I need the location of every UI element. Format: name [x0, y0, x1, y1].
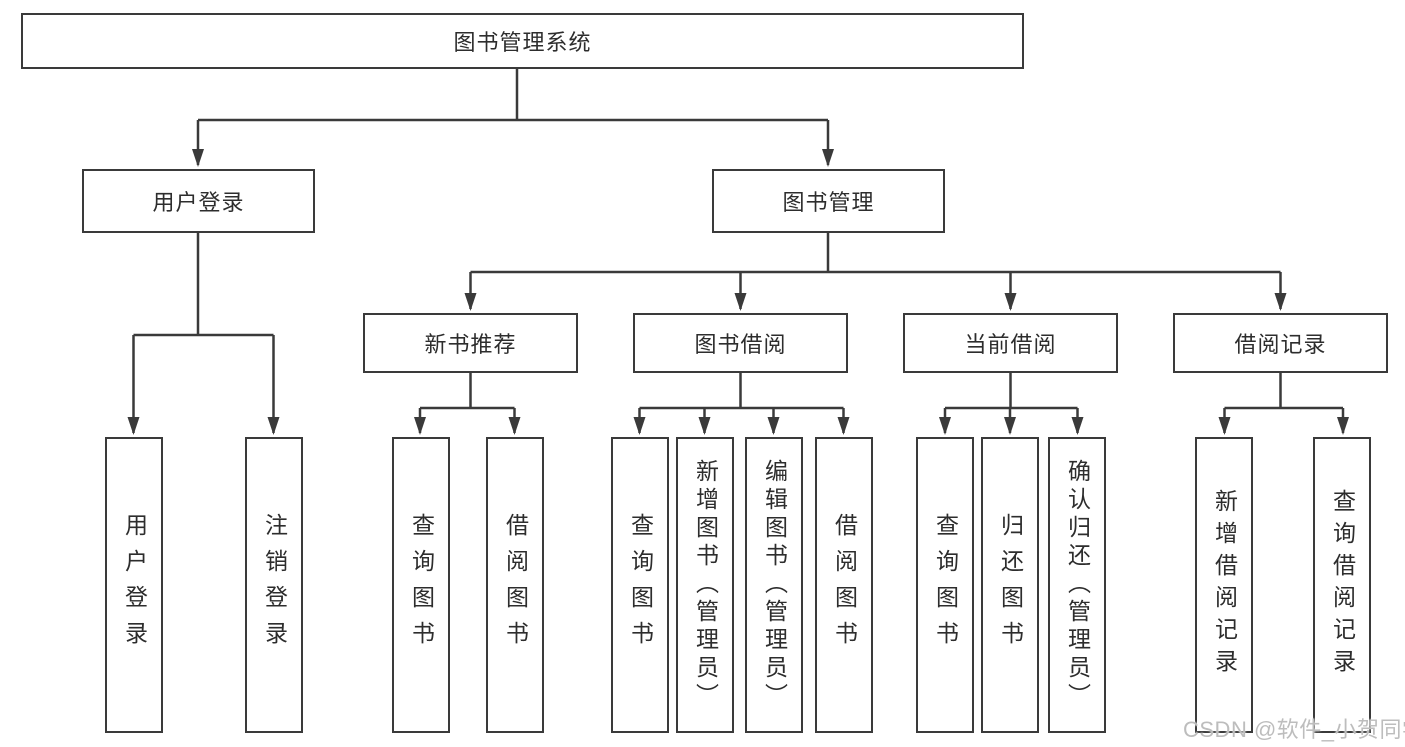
leaf-query-books-recommend-label: 查询图书 — [408, 513, 435, 657]
leaf-logout: 注销登录 — [245, 437, 303, 733]
node-book-management: 图书管理 — [712, 169, 945, 233]
leaf-query-borrow-record-label: 查询借阅记录 — [1329, 489, 1356, 681]
node-library-system: 图书管理系统 — [21, 13, 1024, 69]
node-library-system-label: 图书管理系统 — [453, 30, 592, 55]
leaf-borrow-books-recommend: 借阅图书 — [486, 437, 544, 733]
leaf-user-login-label: 用户登录 — [121, 513, 148, 657]
leaf-edit-book-admin: 编辑图书（管理员） — [745, 437, 803, 733]
leaf-borrow-books-borrowing: 借阅图书 — [815, 437, 873, 733]
leaf-query-borrow-record: 查询借阅记录 — [1313, 437, 1371, 733]
leaf-borrow-books-borrowing-label: 借阅图书 — [831, 513, 858, 657]
leaf-borrow-books-recommend-label: 借阅图书 — [502, 513, 529, 657]
leaf-query-books-current-label: 查询图书 — [932, 513, 959, 657]
leaf-logout-label: 注销登录 — [261, 513, 288, 657]
node-book-management-label: 图书管理 — [782, 190, 875, 215]
node-user-login-label: 用户登录 — [152, 190, 245, 215]
leaf-add-book-admin-label: 新增图书（管理员） — [692, 459, 719, 711]
node-book-borrowing: 图书借阅 — [633, 313, 848, 373]
leaf-add-borrow-record-label: 新增借阅记录 — [1211, 489, 1238, 681]
node-current-borrowing-label: 当前借阅 — [964, 332, 1057, 357]
leaf-confirm-return-admin: 确认归还（管理员） — [1048, 437, 1106, 733]
leaf-user-login: 用户登录 — [105, 437, 163, 733]
csdn-watermark: CSDN @软件_小贺同学 — [1183, 717, 1405, 742]
leaf-query-books-current: 查询图书 — [916, 437, 974, 733]
leaf-return-books: 归还图书 — [981, 437, 1039, 733]
node-new-book-recommend: 新书推荐 — [363, 313, 578, 373]
leaf-edit-book-admin-label: 编辑图书（管理员） — [761, 459, 788, 711]
leaf-return-books-label: 归还图书 — [997, 513, 1024, 657]
leaf-add-borrow-record: 新增借阅记录 — [1195, 437, 1253, 733]
node-user-login: 用户登录 — [82, 169, 315, 233]
node-borrowing-records-label: 借阅记录 — [1234, 332, 1327, 357]
node-book-borrowing-label: 图书借阅 — [694, 332, 787, 357]
leaf-confirm-return-admin-label: 确认归还（管理员） — [1064, 459, 1091, 711]
node-current-borrowing: 当前借阅 — [903, 313, 1118, 373]
node-borrowing-records: 借阅记录 — [1173, 313, 1388, 373]
leaf-query-books-borrowing: 查询图书 — [611, 437, 669, 733]
leaf-query-books-recommend: 查询图书 — [392, 437, 450, 733]
leaf-add-book-admin: 新增图书（管理员） — [676, 437, 734, 733]
node-new-book-recommend-label: 新书推荐 — [424, 332, 517, 357]
leaf-query-books-borrowing-label: 查询图书 — [627, 513, 654, 657]
